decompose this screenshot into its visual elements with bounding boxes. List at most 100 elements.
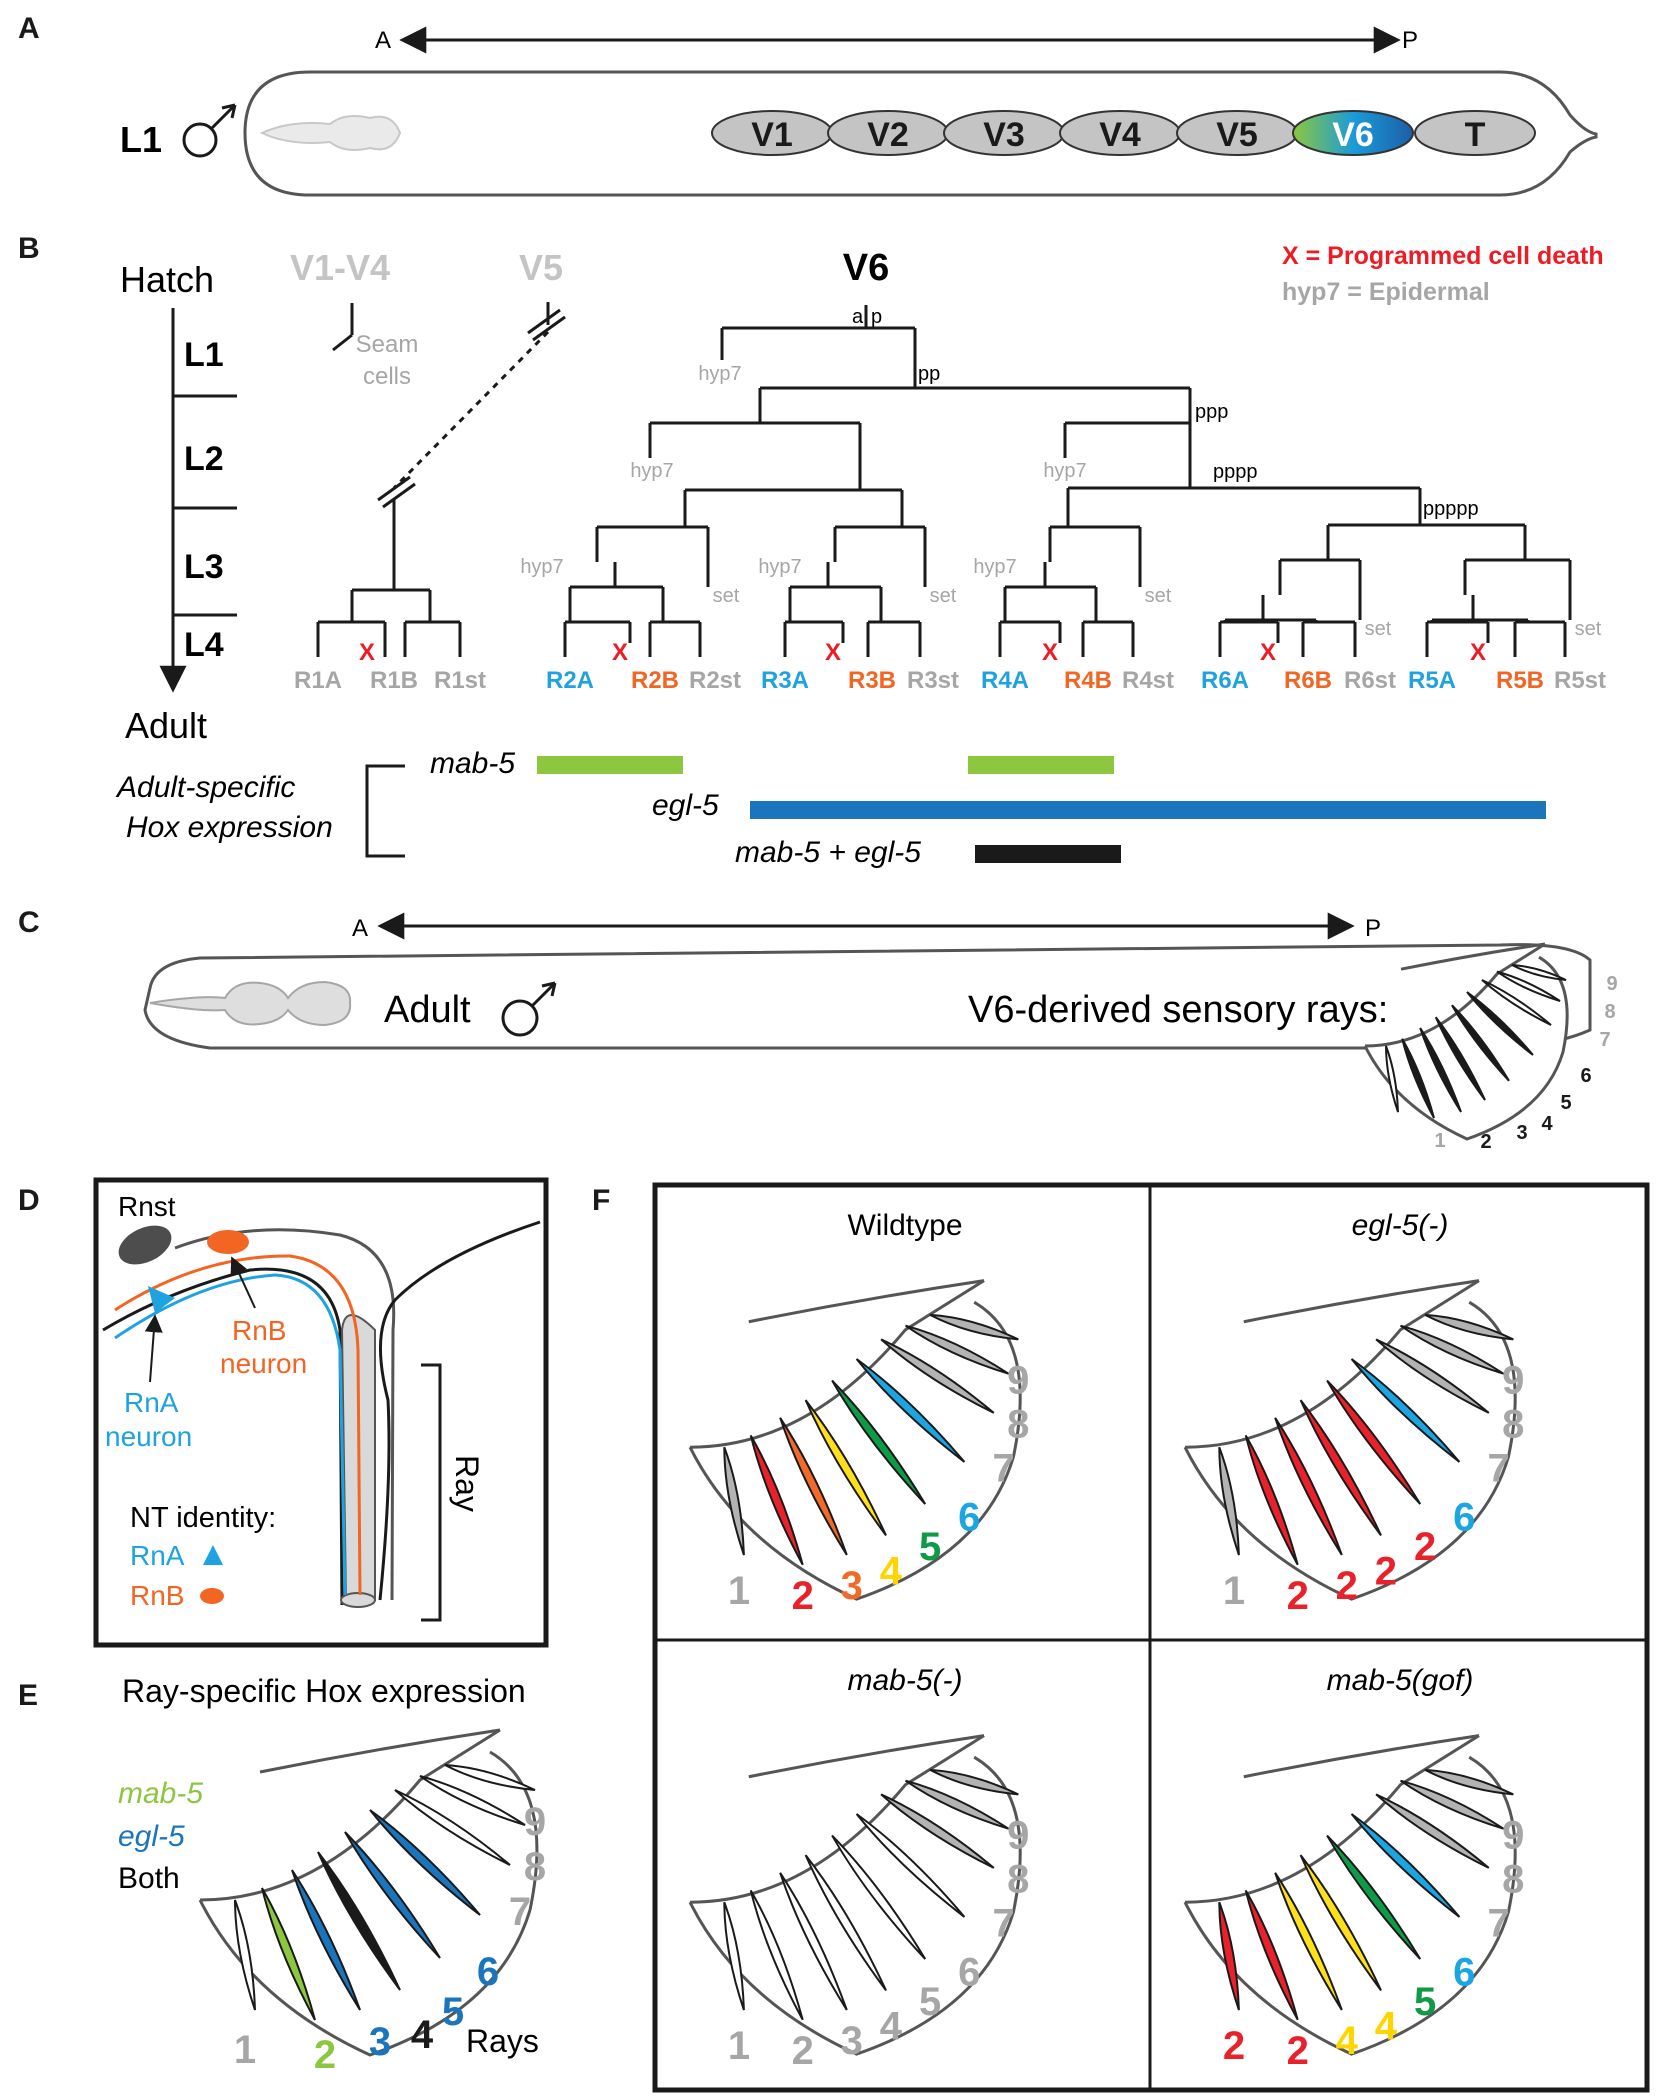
f4-ray-1 <box>1218 1901 1240 2011</box>
f1-ray-4 <box>804 1399 887 1536</box>
seam-cell-label: V5 <box>1216 116 1258 154</box>
e-ray-1 <box>234 1899 256 2011</box>
body-outline-right <box>378 1220 541 1601</box>
leaf-rna-2: R2A <box>546 667 594 694</box>
panel-f-label: F <box>592 1184 610 1217</box>
f2-ray-number-1: 1 <box>1223 1569 1245 1613</box>
leaf-rnst-5: R6st <box>1344 667 1396 694</box>
f1-ray-number-3: 3 <box>841 1564 863 1608</box>
timeline-stage-l3: L3 <box>184 548 224 586</box>
f4-ray-5 <box>1326 1834 1422 1960</box>
rna-label-line2: neuron <box>105 1421 192 1452</box>
leaf-rnb-3: R3B <box>848 667 896 694</box>
f2-ray-number-3: 2 <box>1336 1564 1358 1608</box>
f1-ray-number-6: 6 <box>958 1496 980 1540</box>
f2-ray-4 <box>1299 1399 1382 1536</box>
adult-worm-body <box>143 943 1592 1050</box>
seam-cell-v6 <box>1292 110 1414 156</box>
hox-label-line2: Hox expression <box>126 811 333 844</box>
c-ray-number-7: 7 <box>1599 1029 1610 1051</box>
c-ray-number-5: 5 <box>1560 1092 1571 1114</box>
cell-death-mark: X <box>1260 639 1276 666</box>
rnb-label-line1: RnB <box>232 1315 286 1346</box>
axis-p-label: P <box>1402 27 1418 54</box>
leaf-rna-6: R5A <box>1408 667 1456 694</box>
rna-neuron-cell <box>148 1286 175 1313</box>
branch-label-pppp: pppp <box>1213 461 1258 483</box>
panel-d-label: D <box>18 1184 40 1217</box>
f2-ray-number-5: 2 <box>1414 1525 1436 1569</box>
f4-ray-2 <box>1244 1889 1299 2021</box>
cell-death-mark: X <box>612 639 628 666</box>
e-ray-number-9: 9 <box>524 1800 546 1844</box>
e-ray-number-1: 1 <box>234 2028 256 2072</box>
e-body-edge <box>259 1728 501 1774</box>
e-ray-number-4: 4 <box>411 2013 434 2057</box>
legend-hyp7-epidermal: hyp7 = Epidermal <box>1282 278 1490 306</box>
f4-ray-number-5: 5 <box>1414 1980 1436 2024</box>
l1-stage-label: L1 <box>120 119 162 160</box>
panel-d: D Rnst RnB neuron RnA neuron Ray NT iden… <box>18 1177 549 1648</box>
timeline-stage-ticks <box>173 394 237 617</box>
f1-ray-1 <box>723 1446 745 1556</box>
panel-c-label: C <box>18 906 40 939</box>
rnb-neurite <box>114 1254 362 1596</box>
hox-bracket <box>365 764 405 858</box>
f2-ray-number-9: 9 <box>1502 1358 1524 1402</box>
rnst-label: Rnst <box>118 1191 176 1222</box>
e-ray-number-2: 2 <box>314 2033 336 2077</box>
leaf-rnst-1: R1st <box>434 667 486 694</box>
quadrant-title: mab-5(gof) <box>1327 1664 1474 1697</box>
c-ray-number-2: 2 <box>1480 1131 1491 1153</box>
f3-ray-number-8: 8 <box>1007 1857 1029 1901</box>
v6-label: V6 <box>843 247 889 289</box>
branch-label-pp: pp <box>918 363 940 385</box>
f3-ray-7 <box>880 1793 995 1869</box>
f3-ray-3 <box>779 1872 848 2011</box>
f4-body-edge <box>1243 1734 1480 1779</box>
cell-death-mark: X <box>1470 639 1486 666</box>
hyp7-label: hyp7 <box>1043 460 1086 482</box>
panel-e-label: E <box>18 1679 38 1712</box>
panel-d-frame <box>93 1177 549 1648</box>
c-ray-8 <box>1496 970 1561 1002</box>
f2-ray-7 <box>1375 1338 1490 1414</box>
f1-ray-number-2: 2 <box>792 1574 814 1618</box>
nt-rna-triangle-icon <box>203 1545 223 1565</box>
c-ray-number-1: 1 <box>1434 1130 1445 1152</box>
v1v4-label: V1-V4 <box>290 247 390 288</box>
f1-ray-number-8: 8 <box>1007 1402 1029 1446</box>
rnb-neuron-cell <box>207 1230 249 1254</box>
f3-ray-9 <box>929 1768 1019 1796</box>
c-ray-number-3: 3 <box>1516 1122 1527 1144</box>
hox-egl5-label: egl-5 <box>652 789 719 822</box>
ray-label: Ray <box>449 1455 485 1512</box>
f3-ray-number-4: 4 <box>880 2004 903 2048</box>
seam-cell-label: V6 <box>1332 116 1374 154</box>
hox-both-bar <box>975 845 1121 863</box>
ap-label-p: p <box>871 306 882 328</box>
e-ray-number-3: 3 <box>369 2020 391 2064</box>
ray-bracket <box>421 1363 442 1622</box>
set-label: set <box>1575 618 1602 640</box>
c-ray-2 <box>1401 1038 1435 1119</box>
quadrant-title: mab-5(-) <box>847 1664 962 1697</box>
e-ray-7 <box>394 1789 511 1866</box>
f1-ray-2 <box>749 1434 804 1566</box>
legend-both: Both <box>118 1862 180 1895</box>
c-ray-number-4: 4 <box>1541 1113 1553 1135</box>
f4-ray-number-1: 2 <box>1223 2024 1245 2068</box>
f3-ray-number-9: 9 <box>1007 1813 1029 1857</box>
rna-pointer-arrow <box>144 1314 163 1383</box>
c-male-symbol-icon <box>501 981 557 1037</box>
c-ray-5 <box>1451 1004 1510 1082</box>
f4-ray-6 <box>1350 1813 1461 1918</box>
leaf-rna-3: R3A <box>761 667 809 694</box>
e-ray-number-6: 6 <box>477 1950 499 1994</box>
quadrant-title: Wildtype <box>847 1209 962 1242</box>
c-ray-3 <box>1419 1027 1462 1113</box>
ap-label-a: a <box>852 306 864 328</box>
